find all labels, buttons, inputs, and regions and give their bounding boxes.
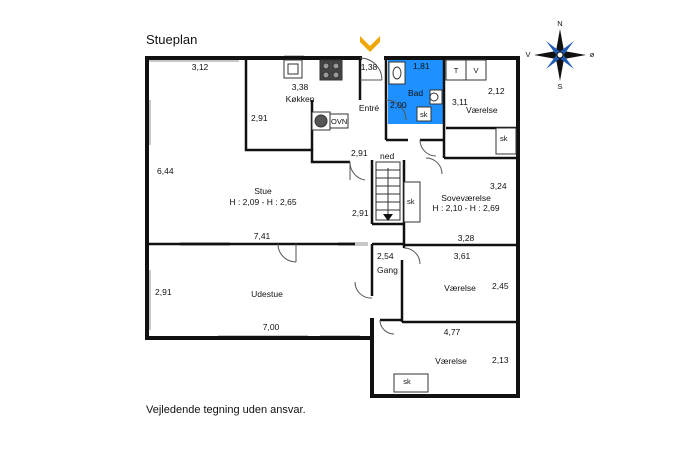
kokken-dim-left: 2,91 bbox=[251, 113, 268, 123]
stue-dim-top: 3,12 bbox=[191, 62, 209, 72]
udestue-dim-bottom: 7,00 bbox=[262, 322, 280, 332]
vaerelse-ne-dim-top: 2,12 bbox=[488, 86, 505, 96]
bad-dim-top: 1,81 bbox=[413, 61, 430, 71]
udestue-name: Udestue bbox=[251, 289, 283, 299]
stairs bbox=[375, 161, 401, 221]
sove-dim-right: 3,24 bbox=[490, 181, 507, 191]
stue-name: Stue bbox=[254, 186, 272, 196]
vaerelse-mid-dim-right: 2,45 bbox=[492, 281, 509, 291]
closet-t-label: T bbox=[453, 66, 459, 75]
vaerelse-ne-dim-left: 3,11 bbox=[452, 97, 468, 107]
entre-dim-top: 1,38 bbox=[360, 62, 378, 72]
sove-dim-bottom: 3,28 bbox=[457, 233, 475, 243]
bad-sk-label: sk bbox=[420, 110, 428, 119]
oven-label: OVN bbox=[331, 117, 348, 126]
entre-dim-bottom: 2,91 bbox=[351, 148, 368, 158]
kokken-dim-top: 3,38 bbox=[291, 82, 309, 92]
closet-v-label: V bbox=[473, 66, 479, 75]
sove-sk-label: sk bbox=[407, 197, 415, 206]
vaerelse-mid-name: Værelse bbox=[444, 283, 476, 293]
bad-dim-left: 2,00 bbox=[390, 100, 407, 110]
plan-title: Stueplan bbox=[146, 32, 198, 47]
stair-arrow-icon bbox=[383, 214, 393, 221]
stue-height: H : 2,09 - H : 2,65 bbox=[229, 197, 297, 207]
walls bbox=[145, 56, 520, 398]
vaerelse-s-name: Værelse bbox=[435, 356, 467, 366]
vaerelse-s-dim-right: 2,13 bbox=[492, 355, 509, 365]
vaerelse-ne-name: Værelse bbox=[466, 105, 498, 115]
kokken-name: Køkken bbox=[285, 94, 315, 104]
bathroom-fixtures bbox=[388, 61, 443, 122]
disclaimer-text: Vejledende tegning uden ansvar. bbox=[146, 404, 306, 416]
vaerelse-ne-sk-label: sk bbox=[500, 134, 508, 143]
stue-dim-left: 6,44 bbox=[157, 166, 174, 176]
stue-dim-right: 2,91 bbox=[352, 208, 369, 218]
compass-east-label: ø bbox=[589, 50, 595, 59]
compass-west-label: V bbox=[525, 50, 531, 59]
door-swings bbox=[277, 57, 443, 335]
compass-north-label: N bbox=[557, 19, 563, 28]
compass-rose-icon bbox=[534, 29, 586, 81]
gang-dim-top: 2,54 bbox=[377, 251, 394, 261]
udestue-dim-left: 2,91 bbox=[155, 287, 172, 297]
closets bbox=[393, 59, 517, 393]
vaerelse-s-sk-label: sk bbox=[403, 377, 411, 386]
sove-name: Soveværelse bbox=[441, 193, 491, 203]
entrance-chevron-icon bbox=[360, 36, 380, 52]
stue-dim-bottom: 7,41 bbox=[253, 231, 271, 241]
sove-height: H : 2,10 - H : 2,69 bbox=[432, 203, 500, 213]
compass-south-label: S bbox=[557, 82, 563, 91]
kitchen-fixtures bbox=[283, 59, 349, 131]
gang-name: Gang bbox=[377, 265, 398, 275]
bad-name: Bad bbox=[408, 88, 424, 98]
vaerelse-s-dim-top: 4,77 bbox=[443, 327, 461, 337]
entre-name: Entré bbox=[358, 103, 380, 113]
vaerelse-mid-dim-top: 3,61 bbox=[453, 251, 471, 261]
stairs-label: ned bbox=[380, 151, 395, 161]
